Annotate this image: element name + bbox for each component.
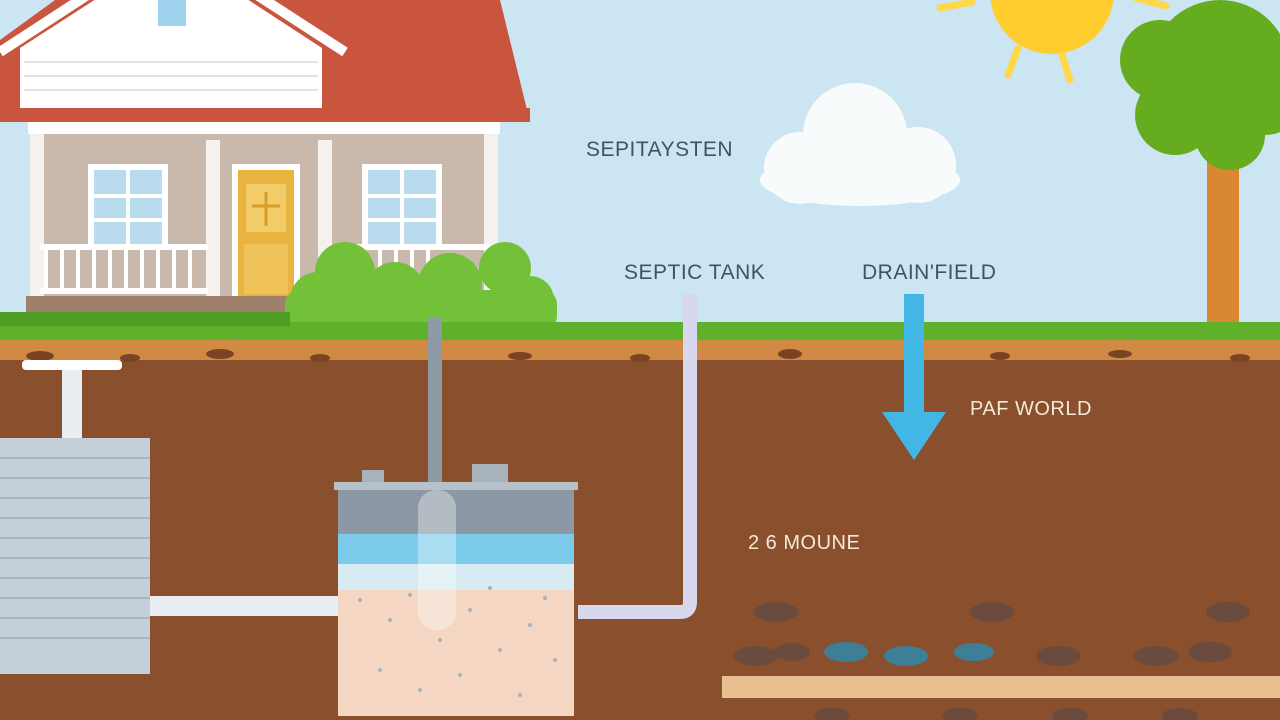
outlet-pipe: [578, 294, 697, 619]
cloud-icon: [760, 83, 960, 206]
tree-icon: [1120, 0, 1280, 326]
bush: [285, 242, 557, 330]
house-sewer-unit: [0, 360, 150, 674]
arrow-down-icon: [882, 294, 946, 460]
inlet-pipe: [150, 596, 340, 616]
septic-tank-label: SEPTIC TANK: [624, 261, 766, 284]
mound-label: 2 6 MOUNE: [748, 532, 861, 554]
house-icon: [0, 0, 530, 312]
septic-tank: [334, 464, 578, 716]
vent-pipe: [428, 318, 442, 488]
drain-field-stones: [734, 602, 1250, 720]
system-title-label: SEPITAYSTEN: [586, 138, 734, 161]
sun-icon: [936, 0, 1170, 84]
drain-field-label: DRAIN'FIELD: [862, 261, 997, 284]
drain-field-pipe: [722, 676, 1280, 698]
pav-world-label: PAf WORLD: [970, 398, 1092, 420]
grass: [0, 322, 1280, 340]
